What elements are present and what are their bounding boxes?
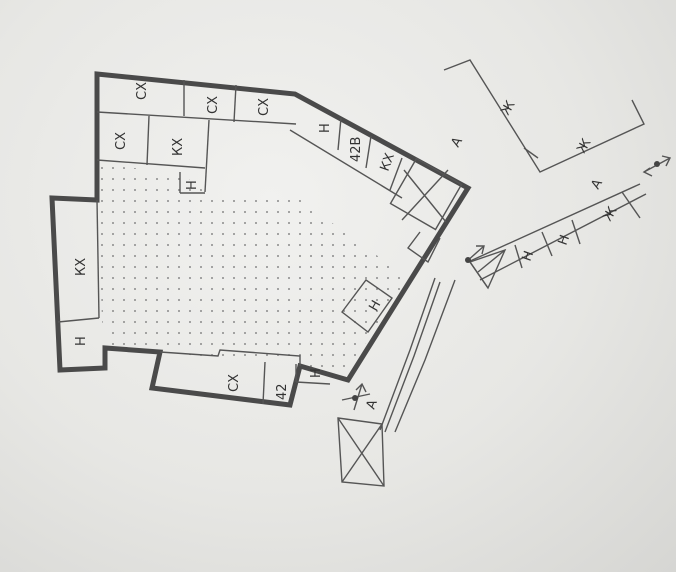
label-n-1: Н [185, 180, 200, 190]
label-sx-5: СХ [227, 374, 242, 392]
label-kx-3: КХ [74, 258, 89, 276]
label-a-2: А [448, 135, 465, 150]
label-sx-1: СХ [135, 82, 150, 100]
label-n-5: Н [309, 368, 324, 378]
entrance-box [337, 417, 385, 487]
label-a-3: А [588, 177, 605, 192]
direction-arrows [341, 155, 672, 411]
dotted-hall-area [97, 165, 408, 370]
label-kx-1: КХ [171, 138, 186, 156]
label-n-6: Н [520, 249, 537, 263]
bottom-counter-row [159, 349, 331, 405]
label-kx-2: КХ [378, 151, 398, 173]
room-labels: СХ СХ СХ СХ КХ Н Н 42В КХ КХ Н Н СХ 42 Н… [74, 82, 620, 411]
label-n-2: Н [318, 123, 333, 133]
label-sx-2: СХ [206, 96, 221, 114]
label-a-1: А [364, 398, 381, 412]
label-sx-4: СХ [114, 132, 129, 150]
label-zh-2: Ж [574, 136, 594, 156]
upper-right-room [443, 59, 645, 173]
top-counter-row [96, 80, 297, 194]
label-zh-1: Ж [498, 98, 518, 118]
label-42: 42 [275, 383, 290, 400]
label-n-3: Н [74, 336, 89, 346]
corridor [379, 183, 647, 433]
label-n-7: Н [556, 233, 573, 247]
island-counter [341, 279, 393, 333]
main-building-outline [49, 71, 472, 408]
label-sx-3: СХ [257, 98, 272, 116]
label-zh-3: Ж [600, 204, 620, 224]
left-counter-column [57, 199, 100, 323]
right-counter-row [289, 117, 463, 264]
label-42v: 42В [349, 137, 364, 162]
